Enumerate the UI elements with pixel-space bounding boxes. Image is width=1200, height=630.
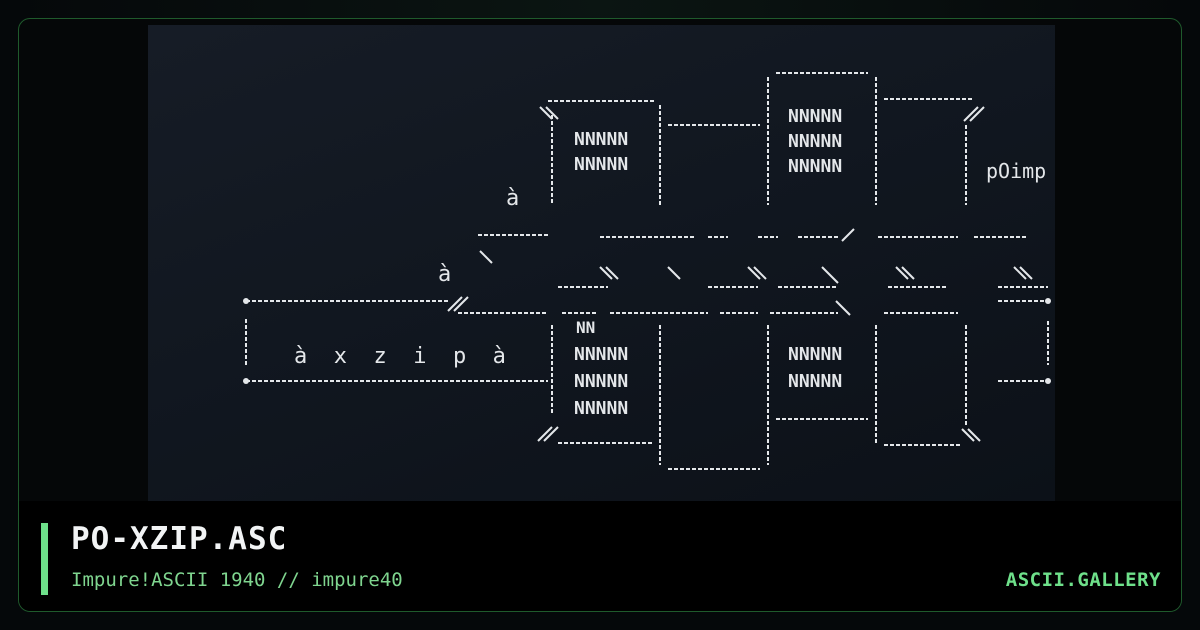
preview-card[interactable]: NNNNN NNNNN NNNNN NNNNN NNNNN NNNNN NNNN… [18, 18, 1182, 612]
card-footer: PO-XZIP.ASC Impure!ASCII 1940 // impure4… [19, 501, 1181, 611]
block-glyphs: NNNNN [788, 371, 842, 392]
block-glyphs: NNNNN [788, 156, 842, 177]
block-glyphs: NNNNN [574, 129, 628, 150]
ascii-mark-left: à [438, 262, 451, 287]
block-glyphs: NNNNN [788, 131, 842, 152]
ascii-mark-top: à [506, 186, 519, 211]
ascii-art-preview: NNNNN NNNNN NNNNN NNNNN NNNNN NNNNN NNNN… [148, 25, 1055, 501]
small-glyph-mark: NN [576, 318, 595, 337]
block-glyphs: NNNNN [788, 344, 842, 365]
ascii-art-canvas: NNNNN NNNNN NNNNN NNNNN NNNNN NNNNN NNNN… [243, 72, 1051, 470]
block-glyphs: NNNNN [574, 344, 628, 365]
block-glyphs: NNNNN [574, 398, 628, 419]
site-brand-link[interactable]: ASCII.GALLERY [1005, 569, 1161, 591]
ascii-logo-letters: à x z i p à [294, 344, 506, 369]
block-glyphs: NNNNN [574, 371, 628, 392]
file-title: PO-XZIP.ASC [71, 521, 288, 557]
block-glyphs: NNNNN [574, 154, 628, 175]
ascii-tag-right: pOimp [986, 159, 1046, 183]
accent-bar [41, 523, 48, 595]
block-glyphs: NNNNN [788, 106, 842, 127]
file-subtitle: Impure!ASCII 1940 // impure40 [71, 569, 403, 591]
